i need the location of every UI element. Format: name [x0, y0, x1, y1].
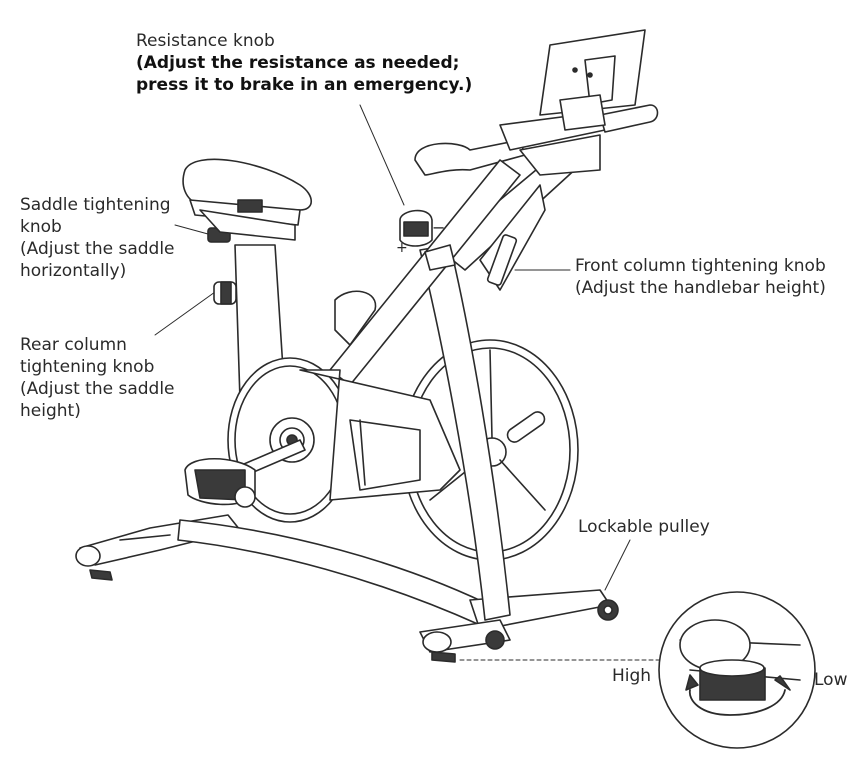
pedal-crank — [184, 439, 306, 508]
belt-cover — [227, 357, 461, 523]
front-column-label: Front column tightening knob (Adjust the… — [575, 255, 826, 299]
saddle-knob-line1: Saddle tightening — [20, 195, 171, 215]
bottle-holder — [334, 290, 377, 346]
base-frame — [177, 519, 619, 663]
rear-column-line2: tightening knob — [20, 357, 155, 377]
high-label: High — [612, 666, 652, 686]
handlebars — [414, 104, 659, 176]
pulley-detail-circle — [658, 591, 816, 749]
front-column-line2: (Adjust the handlebar height) — [575, 278, 826, 298]
lockable-pulley-label: Lockable pulley — [578, 517, 710, 537]
saddle-knob-line3: (Adjust the saddle — [20, 239, 175, 259]
resistance-knob-drawing — [399, 209, 456, 271]
resistance-knob-note-line1: (Adjust the resistance as needed; — [136, 53, 460, 73]
rear-column-line3: (Adjust the saddle — [20, 379, 175, 399]
plus-sign: + — [396, 240, 408, 256]
leader-lines — [154, 104, 661, 661]
resistance-knob-title: Resistance knob — [136, 31, 275, 51]
rear-column-label: Rear column tightening knob (Adjust the … — [20, 334, 175, 422]
saddle-knob-line4: horizontally) — [20, 261, 127, 281]
front-column-line1: Front column tightening knob — [575, 256, 826, 276]
rear-column-line4: height) — [20, 401, 81, 421]
saddle-knob-line2: knob — [20, 217, 62, 237]
tablet-holder — [539, 29, 646, 131]
minus-sign: − — [432, 218, 446, 237]
saddle — [182, 158, 313, 241]
rear-column-line1: Rear column — [20, 335, 127, 355]
resistance-knob-note-line2: press it to brake in an emergency.) — [136, 75, 473, 95]
low-label: Low — [814, 670, 848, 690]
saddle-knob-label: Saddle tightening knob (Adjust the saddl… — [20, 194, 175, 282]
resistance-knob-label: Resistance knob (Adjust the resistance a… — [136, 30, 472, 96]
front-column — [419, 149, 581, 621]
